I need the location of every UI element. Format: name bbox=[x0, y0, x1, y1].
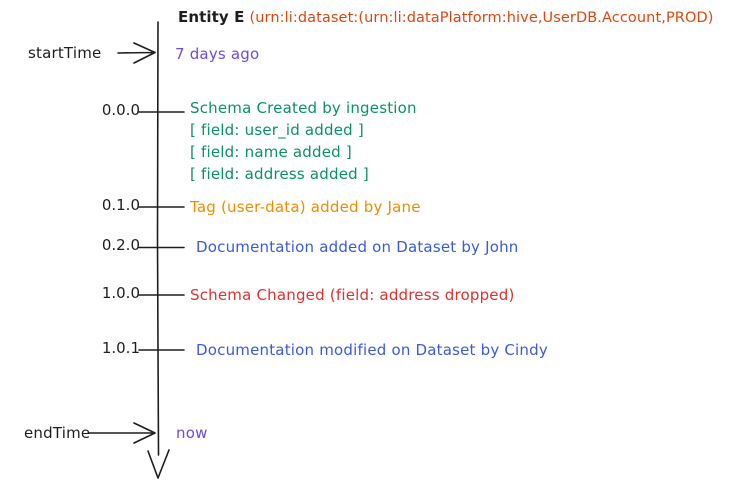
entity-urn: (urn:li:dataset:(urn:li:dataPlatform:hiv… bbox=[249, 10, 714, 26]
event-schema-created: Schema Created by ingestion [ field: use… bbox=[190, 97, 417, 185]
version-label-0-1-0: 0.1.0 bbox=[101, 196, 140, 214]
end-time-value: now bbox=[176, 424, 208, 442]
event-line: [ field: address added ] bbox=[190, 165, 369, 183]
event-line: Tag (user-data) added by Jane bbox=[190, 198, 421, 216]
version-label-1-0-0: 1.0.0 bbox=[101, 284, 140, 302]
event-line: [ field: user_id added ] bbox=[190, 121, 364, 139]
start-time-label: startTime bbox=[28, 44, 102, 62]
entity-name: Entity E bbox=[178, 8, 245, 26]
end-time-arrow-icon bbox=[87, 422, 156, 444]
timeline-arrowhead-icon bbox=[147, 449, 170, 479]
timeline-line bbox=[156, 21, 160, 456]
event-tag-added: Tag (user-data) added by Jane bbox=[190, 196, 421, 218]
version-label-0-0-0: 0.0.0 bbox=[101, 101, 140, 119]
event-line: Documentation modified on Dataset by Cin… bbox=[196, 341, 548, 359]
diagram-title: Entity E(urn:li:dataset:(urn:li:dataPlat… bbox=[178, 8, 714, 26]
event-documentation-added: Documentation added on Dataset by John bbox=[196, 236, 519, 258]
start-time-value: 7 days ago bbox=[175, 45, 260, 63]
version-label-1-0-1: 1.0.1 bbox=[101, 339, 140, 357]
start-time-arrow-icon bbox=[117, 42, 156, 64]
event-documentation-modified: Documentation modified on Dataset by Cin… bbox=[196, 339, 548, 361]
event-line: Documentation added on Dataset by John bbox=[196, 238, 519, 256]
version-label-0-2-0: 0.2.0 bbox=[101, 236, 140, 254]
event-line: [ field: name added ] bbox=[190, 143, 352, 161]
event-line: Schema Created by ingestion bbox=[190, 99, 417, 117]
event-line: Schema Changed (field: address dropped) bbox=[190, 286, 515, 304]
event-schema-changed: Schema Changed (field: address dropped) bbox=[190, 284, 515, 306]
end-time-label: endTime bbox=[24, 424, 91, 442]
